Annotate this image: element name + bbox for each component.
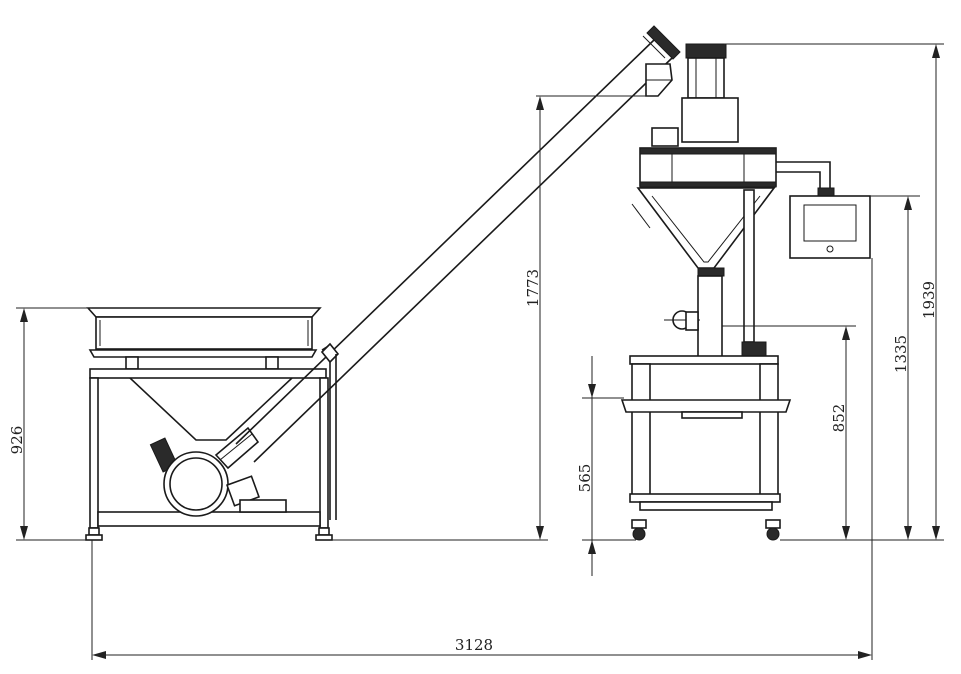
dim-label-hopper-height: 926 <box>8 426 26 455</box>
screw-conveyor <box>235 25 681 520</box>
dim-label-overall-length: 3128 <box>455 636 493 654</box>
dim-label-stand-height: 565 <box>576 464 594 493</box>
dim-label-screen-height: 1335 <box>892 335 910 373</box>
dim-label-outlet-height: 852 <box>830 404 848 433</box>
dim-label-screw-height: 1773 <box>524 269 542 307</box>
hopper-feeder <box>85 307 333 541</box>
dim-label-total-height: 1939 <box>920 281 938 319</box>
auger-filler <box>620 43 871 541</box>
dimension-lines <box>16 43 944 660</box>
